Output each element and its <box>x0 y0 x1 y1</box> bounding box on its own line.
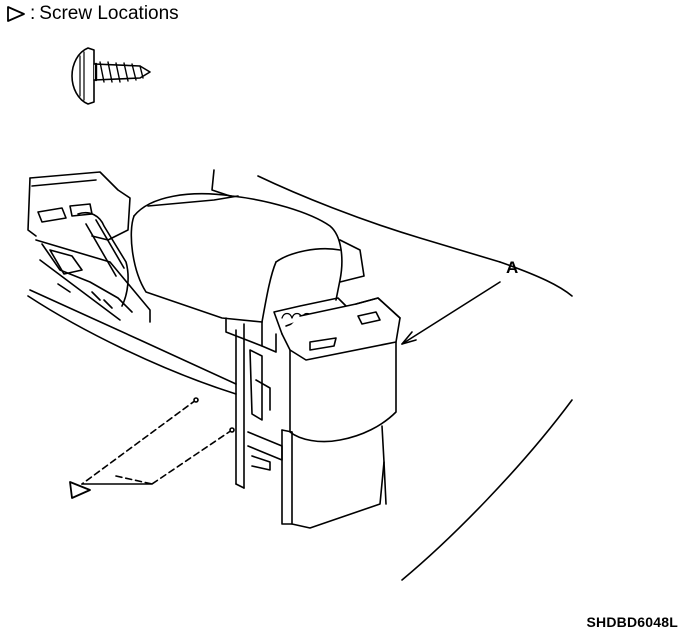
rear-console-panel-a <box>281 297 401 529</box>
legend-separator: : <box>30 3 36 24</box>
screw-location-dots <box>193 397 235 433</box>
callout-a-leader <box>401 281 501 345</box>
callout-label-a: A <box>506 258 519 277</box>
floor-tunnel-lines <box>257 175 573 581</box>
screw-location-guides <box>81 399 233 485</box>
screw-location-marker-icon <box>69 481 91 499</box>
figure-code: SHDBD6048L <box>586 614 678 630</box>
dashboard-area <box>27 171 151 323</box>
screw-icon <box>71 47 151 105</box>
outline-triangle-right-icon <box>7 6 25 22</box>
legend-text: Screw Locations <box>39 3 179 24</box>
legend: : Screw Locations <box>6 2 179 26</box>
